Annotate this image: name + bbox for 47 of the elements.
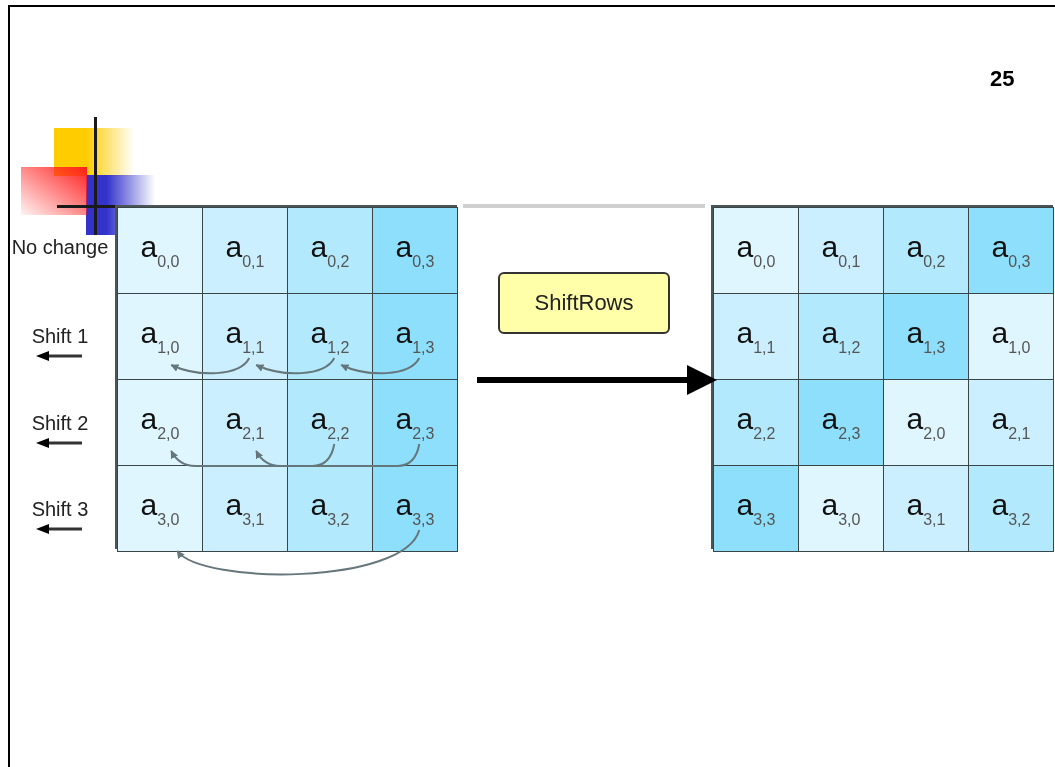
row-label: Shift 2 xyxy=(30,412,90,434)
matrix-cell: a$_{0,3}$ xyxy=(968,207,1054,294)
state-matrix xyxy=(711,205,1053,549)
matrix-cell: a$_{3,3}$ xyxy=(713,465,799,552)
shift-arrow xyxy=(255,357,336,375)
row-label: Shift 1 xyxy=(30,325,90,347)
row-label: Shift 3 xyxy=(30,498,90,520)
matrix-cell: a$_{0,3}$ xyxy=(372,207,458,294)
matrix-cell: a$_{1,3}$ xyxy=(883,293,969,380)
shift-arrow xyxy=(170,443,336,467)
matrix-cell: a$_{3,3}$ xyxy=(372,465,458,552)
matrix-cell: a$_{1,3}$ xyxy=(372,293,458,380)
matrix-cell: a$_{3,1}$ xyxy=(883,465,969,552)
row-label: No change xyxy=(10,236,110,258)
matrix-cell: a$_{2,0}$ xyxy=(883,379,969,466)
matrix-cell: a$_{2,2}$ xyxy=(713,379,799,466)
matrix-cell: a$_{2,1}$ xyxy=(968,379,1054,466)
matrix-cell: a$_{0,0}$ xyxy=(713,207,799,294)
matrix-cell: a$_{1,2}$ xyxy=(287,293,373,380)
matrix-cell: a$_{3,1}$ xyxy=(202,465,288,552)
matrix-cell: a$_{0,2}$ xyxy=(287,207,373,294)
matrix-cell: a$_{1,1}$ xyxy=(713,293,799,380)
matrix-cell: a$_{2,3}$ xyxy=(372,379,458,466)
matrix-cell: a$_{1,0}$ xyxy=(968,293,1054,380)
matrix-cell: a$_{0,2}$ xyxy=(883,207,969,294)
matrix-cell: a$_{0,1}$ xyxy=(202,207,288,294)
matrix-cell: a$_{3,2}$ xyxy=(968,465,1054,552)
matrix-cell: a$_{1,1}$ xyxy=(202,293,288,380)
matrix-cell: a$_{0,0}$ xyxy=(117,207,203,294)
matrix-cell: a$_{3,2}$ xyxy=(287,465,373,552)
matrix-cell: a$_{2,1}$ xyxy=(202,379,288,466)
shift-arrow xyxy=(340,357,421,375)
state-matrix xyxy=(115,205,457,549)
matrix-cell: a$_{3,0}$ xyxy=(798,465,884,552)
matrix-cell: a$_{2,2}$ xyxy=(287,379,373,466)
shift-arrow xyxy=(170,357,251,375)
slide-number: 25 xyxy=(990,66,1015,92)
shift-arrow xyxy=(255,443,421,467)
matrix-cell: a$_{0,1}$ xyxy=(798,207,884,294)
shift-arrow xyxy=(176,529,421,576)
transform-arrow xyxy=(477,365,717,395)
matrix-cell: a$_{2,0}$ xyxy=(117,379,203,466)
matrix-cell: a$_{1,2}$ xyxy=(798,293,884,380)
matrix-cell: a$_{2,3}$ xyxy=(798,379,884,466)
matrix-cell: a$_{3,0}$ xyxy=(117,465,203,552)
operation-label: ShiftRows xyxy=(498,272,670,334)
matrix-cell: a$_{1,0}$ xyxy=(117,293,203,380)
